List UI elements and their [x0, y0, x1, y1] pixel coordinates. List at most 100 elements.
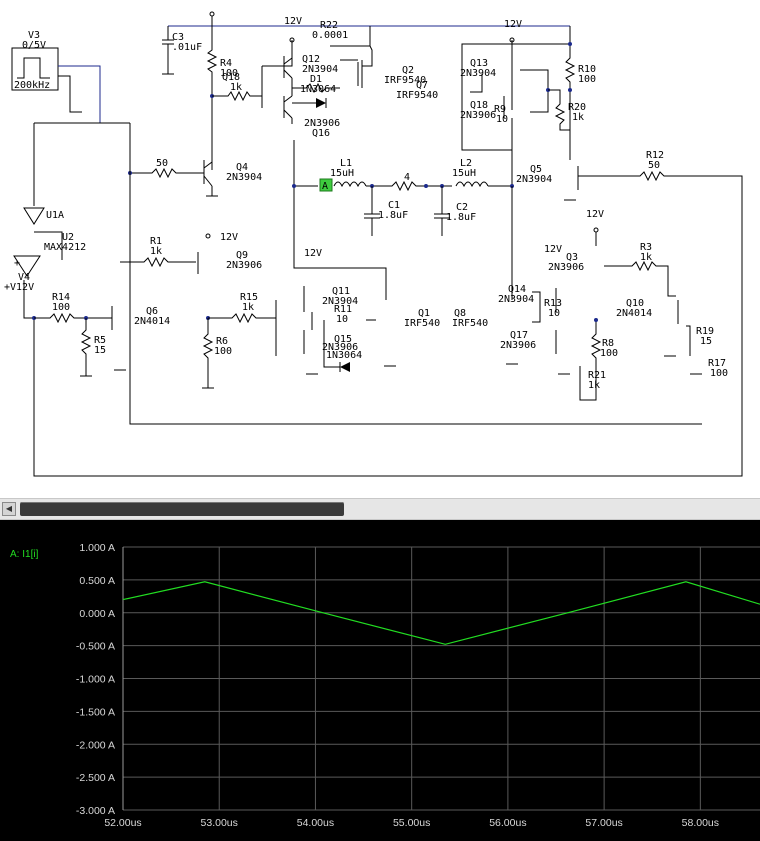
- label-c3-value: .01uF: [172, 42, 202, 53]
- label-r11: R11: [334, 304, 352, 315]
- label-u1a: U1A: [46, 210, 64, 221]
- circuit-diagram: V3 0/5V 200kHz C3 .01uF 12V 12V R22 0.00…: [4, 11, 743, 477]
- label-r5: R5: [94, 335, 106, 346]
- label-v3: V3: [28, 30, 40, 41]
- plot-grid: [122, 546, 760, 811]
- scrollbar-thumb[interactable]: [20, 502, 344, 516]
- label-q14-type: 2N3904: [498, 294, 534, 305]
- label-l1: L1: [340, 158, 352, 169]
- label-c1-value: 1.8uF: [378, 210, 408, 221]
- y-tick-label: -0.500 A: [76, 641, 115, 653]
- horizontal-scrollbar[interactable]: ◀: [0, 498, 760, 520]
- label-r14-value: 100: [52, 302, 70, 313]
- x-tick-label: 54.00us: [297, 817, 334, 829]
- y-tick-labels: 1.000 A0.500 A0.000 A-0.500 A-1.000 A-1.…: [76, 542, 115, 817]
- label-r20-value: 1k: [572, 112, 584, 123]
- label-v4-value: +V12V: [4, 282, 34, 293]
- x-tick-label: 55.00us: [393, 817, 430, 829]
- label-r11-value: 10: [336, 314, 348, 325]
- trace-label[interactable]: A: I1[i]: [10, 549, 39, 560]
- label-q17: Q17: [510, 330, 528, 341]
- label-u2-type: MAX4212: [44, 242, 86, 253]
- label-r9-value: 10: [496, 114, 508, 125]
- label-r16-value: 4: [404, 172, 410, 183]
- label-r4: R4: [220, 58, 232, 69]
- label-r9: R9: [494, 104, 506, 115]
- label-q14: Q14: [508, 284, 526, 295]
- y-tick-label: 0.000 A: [79, 608, 115, 620]
- label-q4-type: 2N3904: [226, 172, 262, 183]
- label-r15: R15: [240, 292, 258, 303]
- label-q11: Q11: [332, 286, 350, 297]
- probe-label: A: [322, 181, 328, 192]
- label-q12-type: 2N3904: [302, 64, 338, 75]
- label-r6-value: 100: [214, 346, 232, 357]
- label-r14: R14: [52, 292, 70, 303]
- label-r12: R12: [646, 150, 664, 161]
- trace-i1: [122, 581, 760, 645]
- label-r1-value: 1k: [150, 246, 162, 257]
- label-r10-value: 100: [578, 74, 596, 85]
- label-v4: V4: [18, 272, 30, 283]
- label-c1: C1: [388, 200, 400, 211]
- label-q5-type: 2N3904: [516, 174, 552, 185]
- y-tick-label: 1.000 A: [79, 542, 115, 554]
- label-q3-rail-12v: 12V: [586, 209, 604, 220]
- x-tick-label: 57.00us: [585, 817, 622, 829]
- label-q3-type: 2N3906: [548, 262, 584, 273]
- label-q9-type: 2N3906: [226, 260, 262, 271]
- label-q6-type: 2N4014: [134, 316, 170, 327]
- y-tick-label: -3.000 A: [76, 805, 115, 817]
- label-r8: R8: [602, 338, 614, 349]
- label-q18b-type: 2N3906: [460, 110, 496, 121]
- probe-marker[interactable]: A: [319, 178, 333, 192]
- label-q8-type: IRF540: [452, 318, 488, 329]
- label-r19-value: 15: [700, 336, 712, 347]
- label-q1: Q1: [418, 308, 430, 319]
- label-r8-value: 100: [600, 348, 618, 359]
- label-r13-value: 10: [548, 308, 560, 319]
- label-r17: R17: [708, 358, 726, 369]
- label-q11-rail: 12V: [304, 248, 322, 259]
- x-tick-label: 53.00us: [201, 817, 238, 829]
- label-r6: R6: [216, 336, 228, 347]
- label-v3-freq: 200kHz: [14, 80, 50, 91]
- label-c2: C2: [456, 202, 468, 213]
- scroll-left-arrow-icon[interactable]: ◀: [2, 502, 16, 516]
- v3-source[interactable]: V3 0/5V 200kHz: [11, 30, 59, 91]
- label-rail-12v-b: 12V: [504, 19, 522, 30]
- label-q13-type: 2N3904: [460, 68, 496, 79]
- label-r21-value: 1k: [588, 380, 600, 391]
- label-r3-value: 1k: [640, 252, 652, 263]
- label-d1-type: 1N3064: [300, 84, 336, 95]
- label-q3-rail: 12V: [544, 244, 562, 255]
- label-q18: Q18: [222, 72, 240, 83]
- label-r18-value: 1k: [230, 82, 242, 93]
- label-r13: R13: [544, 298, 562, 309]
- label-r22-value: 0.0001: [312, 30, 348, 41]
- label-r20: R20: [568, 102, 586, 113]
- label-q7: Q7: [416, 80, 428, 91]
- label-q8: Q8: [454, 308, 466, 319]
- label-r1: R1: [150, 236, 162, 247]
- label-q18b: Q18: [470, 100, 488, 111]
- label-q2: Q2: [402, 65, 414, 76]
- x-tick-label: 56.00us: [489, 817, 526, 829]
- label-r15-value: 1k: [242, 302, 254, 313]
- label-r2-value: 50: [156, 158, 168, 169]
- label-rail-12v-a: 12V: [284, 16, 302, 27]
- label-r12-value: 50: [648, 160, 660, 171]
- x-tick-label: 58.00us: [682, 817, 719, 829]
- label-d1: D1: [310, 74, 322, 85]
- label-q7-type: IRF9540: [396, 90, 438, 101]
- label-q1-type: IRF540: [404, 318, 440, 329]
- label-q11-type: 2N3904: [322, 296, 358, 307]
- label-q4: Q4: [236, 162, 248, 173]
- label-q12: Q12: [302, 54, 320, 65]
- label-q9: Q9: [236, 250, 248, 261]
- schematic-canvas[interactable]: V3 0/5V 200kHz C3 .01uF 12V 12V R22 0.00…: [0, 0, 760, 498]
- label-c3: C3: [172, 32, 184, 43]
- label-l2-value: 15uH: [452, 168, 476, 179]
